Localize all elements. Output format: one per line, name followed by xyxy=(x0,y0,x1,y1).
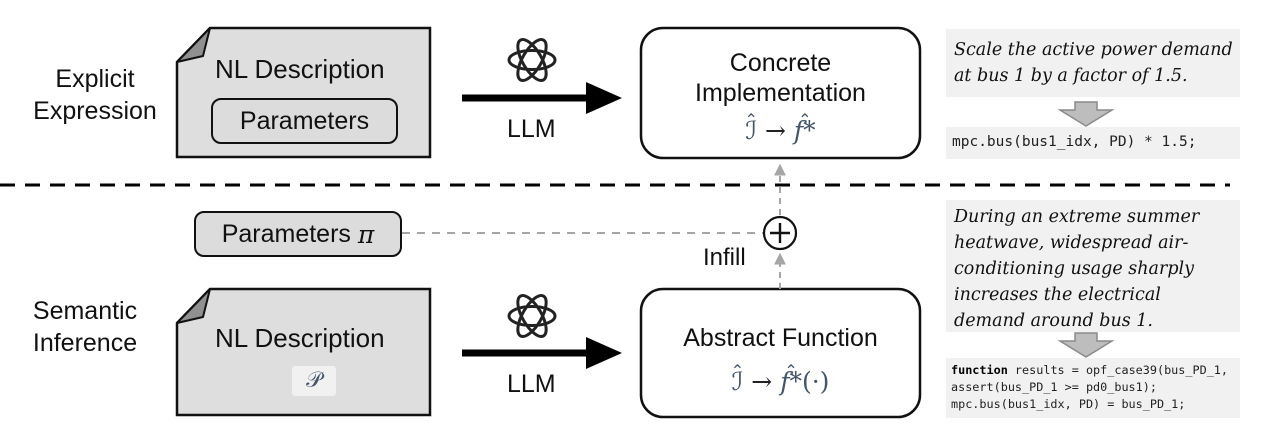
top-doc-title: NL Description xyxy=(215,54,385,84)
infill-label: Infill xyxy=(703,244,746,271)
bottom-arrow-right-icon xyxy=(462,337,622,369)
parameters-pi-box: Parameters π xyxy=(194,211,402,257)
bottom-document-icon xyxy=(175,287,432,417)
abstract-formula-arrow: → xyxy=(751,367,773,396)
abstract-formula-arg: (·) xyxy=(801,367,830,396)
abstract-formula: ⌃ℐ → ⌃f*(·) xyxy=(730,361,830,396)
top-parameters-box: Parameters xyxy=(211,98,398,144)
semantic-label-line1: Semantic xyxy=(32,297,138,325)
explicit-expression-label: Explicit Expression xyxy=(20,63,170,127)
concrete-line2: Implementation xyxy=(695,79,866,107)
bottom-note-box: During an extreme summer heatwave, wides… xyxy=(946,200,1240,332)
abstract-function-title: Abstract Function xyxy=(683,324,878,352)
concrete-formula-f: f* xyxy=(793,116,816,145)
top-note-text: Scale the active power demand at bus 1 b… xyxy=(954,40,1233,86)
code-line-2: assert(bus_PD_1 >= pd0_bus1); xyxy=(951,380,1157,394)
semantic-label-line2: Inference xyxy=(32,329,138,357)
concrete-implementation-title: Concrete Implementation xyxy=(641,48,920,108)
explicit-label-line1: Explicit xyxy=(55,65,135,93)
code-line-1-rest: results = opf_case39(bus_PD_1, xyxy=(1007,363,1229,377)
code-line-3: mpc.bus(bus1_idx, PD) = bus_PD_1; xyxy=(951,397,1186,411)
abstract-formula-I: ℐ xyxy=(731,367,744,396)
top-llm-atom-icon xyxy=(507,38,557,82)
bottom-note-text: During an extreme summer heatwave, wides… xyxy=(954,207,1200,331)
top-parameters-label: Parameters xyxy=(239,106,370,135)
semantic-inference-label: Semantic Inference xyxy=(10,295,160,359)
abstract-function-box xyxy=(639,287,922,419)
bottom-llm-label: LLM xyxy=(507,370,556,398)
top-arrow-right-icon xyxy=(462,82,622,114)
concrete-formula-I: ℐ xyxy=(745,116,758,145)
bottom-arrow-down-icon xyxy=(1057,332,1115,358)
code-line-1: function results = opf_case39(bus_PD_1, xyxy=(951,362,1228,379)
concrete-implementation-box xyxy=(639,26,922,160)
parameters-pi-label: Parameters xyxy=(221,219,351,248)
top-llm-label: LLM xyxy=(507,115,556,143)
concrete-formula: ⌃ℐ → ⌃f* xyxy=(744,110,816,145)
explicit-label-line2: Expression xyxy=(33,97,157,125)
concrete-line1: Concrete xyxy=(729,49,832,77)
nl-description-symbol: 𝒫 xyxy=(292,366,336,396)
top-code-line: mpc.bus(bus1_idx, PD) * 1.5; xyxy=(952,134,1197,150)
bottom-llm-atom-icon xyxy=(507,294,557,338)
concrete-formula-arrow: → xyxy=(765,116,786,145)
pi-symbol: π xyxy=(357,219,375,249)
bottom-code-box: function results = opf_case39(bus_PD_1, … xyxy=(946,358,1240,418)
abstract-formula-f: f* xyxy=(780,367,802,396)
bottom-code-block: function results = opf_case39(bus_PD_1, … xyxy=(951,362,1228,413)
code-keyword: function xyxy=(951,363,1008,377)
top-code-box: mpc.bus(bus1_idx, PD) * 1.5; xyxy=(946,127,1240,159)
bottom-doc-title: NL Description xyxy=(215,323,385,353)
top-note-box: Scale the active power demand at bus 1 b… xyxy=(946,29,1240,97)
plus-circle-icon xyxy=(762,215,798,251)
top-arrow-down-icon xyxy=(1057,101,1115,127)
